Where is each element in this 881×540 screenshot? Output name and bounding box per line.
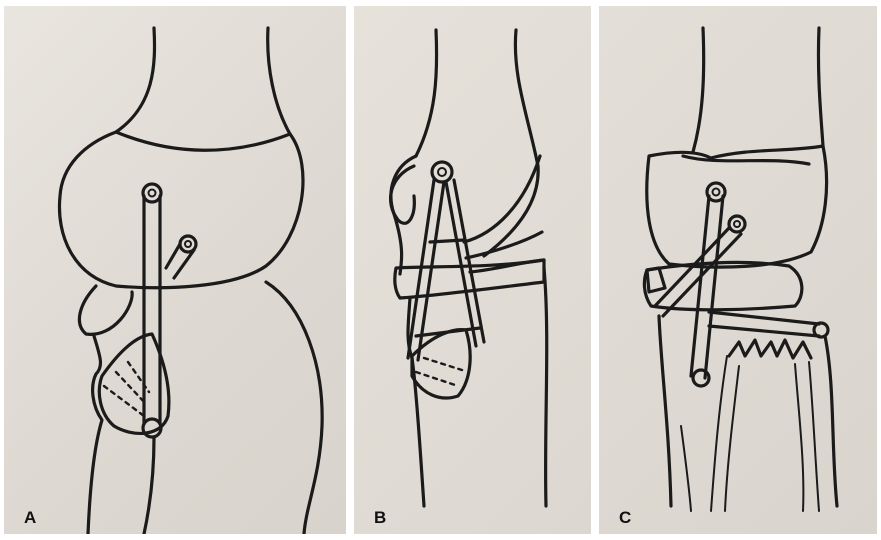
bone-tunnel (416, 372, 458, 386)
knee-drawing-b (354, 6, 591, 534)
knee-drawing-c (599, 6, 877, 534)
tibia-fibres (725, 366, 739, 511)
femur-outline (693, 28, 704, 152)
femur-outline (818, 28, 823, 146)
tibial-plateau (644, 263, 802, 310)
rod (144, 196, 160, 424)
guide-crossbar (430, 240, 464, 242)
tibia-fibres (729, 340, 811, 358)
tibia-outline (544, 268, 547, 506)
patella (79, 286, 132, 334)
tibia-outline (266, 282, 322, 534)
tibia-fibres (795, 364, 803, 511)
guide-arm (446, 180, 484, 346)
tibia-fibres (681, 426, 691, 511)
rod-top (707, 183, 725, 201)
screw (709, 312, 819, 336)
rod-top (143, 184, 161, 202)
pin-head (180, 236, 196, 252)
panel-label-b: B (374, 508, 386, 528)
femur-outline (515, 30, 538, 166)
condyle-line (683, 156, 809, 164)
panel-label-a: A (24, 508, 36, 528)
rod-top-hole (149, 190, 156, 197)
guide-crossbar (416, 328, 480, 336)
bone-tunnel (104, 386, 144, 416)
knee-drawing-a (4, 6, 346, 534)
pin-head (729, 216, 745, 232)
femoral-condyle (59, 132, 303, 288)
tibia-outline (825, 336, 837, 506)
panel-c: C (599, 6, 877, 534)
panel-label-c: C (619, 508, 631, 528)
pin-head-hole (734, 221, 740, 227)
patella (391, 166, 415, 223)
tibia-fibres (809, 362, 819, 511)
ligament (464, 156, 540, 242)
panel-a: A (4, 6, 346, 534)
tibia-outline (88, 336, 102, 534)
femoral-condyle (647, 146, 827, 267)
guide-pivot-hole (438, 168, 446, 176)
rod-top-hole (713, 189, 720, 196)
femur-outline (268, 28, 290, 134)
panel-b: B (354, 6, 591, 534)
femur-outline (416, 30, 437, 156)
tibia-outline (659, 316, 671, 506)
pin-head-hole (185, 241, 191, 247)
tibia-fibres (711, 356, 727, 511)
bone-tunnel (424, 358, 462, 370)
osteotomy-block (647, 268, 665, 292)
rod (691, 196, 723, 378)
femur-outline (116, 28, 155, 132)
tibia-anterior (144, 438, 154, 534)
